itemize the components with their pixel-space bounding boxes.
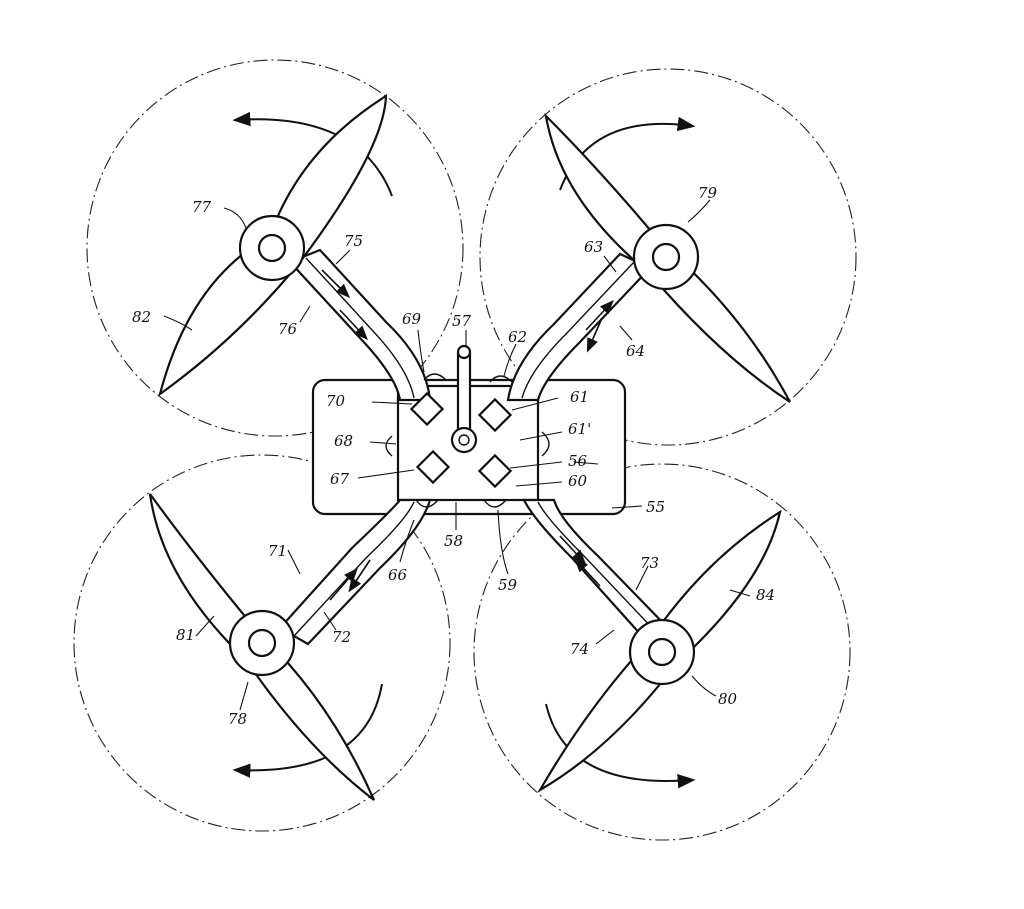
propeller-top-left xyxy=(158,93,388,397)
flow-arrow xyxy=(329,567,358,601)
ref-71: 71 xyxy=(268,542,287,560)
valve-top-right xyxy=(477,397,513,433)
ref-66: 66 xyxy=(388,566,408,584)
rotor-disc-top-left xyxy=(86,59,464,437)
propeller-top-right xyxy=(544,112,791,403)
ref-64: 64 xyxy=(626,342,645,360)
ref-59: 59 xyxy=(498,576,518,594)
valve-bottom-right xyxy=(477,453,513,489)
connector-loop xyxy=(385,435,393,457)
rotor-disc-top-right xyxy=(479,68,857,446)
ref-61p: 61' xyxy=(568,420,591,438)
ref-60: 60 xyxy=(568,472,588,490)
ref-81: 81 xyxy=(176,626,195,644)
ref-84: 84 xyxy=(756,586,775,604)
flow-arrow xyxy=(586,317,603,353)
leader-lines xyxy=(163,199,751,711)
ref-61: 61 xyxy=(570,388,589,406)
flow-arrow xyxy=(574,557,601,587)
ref-56: 56 xyxy=(568,452,588,470)
arm-top-right xyxy=(506,252,652,402)
propeller-bottom-right xyxy=(536,509,782,794)
ref-72: 72 xyxy=(332,628,351,646)
ref-70: 70 xyxy=(326,392,346,410)
ref-73: 73 xyxy=(640,554,659,572)
ref-68: 68 xyxy=(334,432,353,450)
connector-loop xyxy=(541,431,550,457)
connector-loop xyxy=(415,499,439,508)
ref-67: 67 xyxy=(330,470,350,488)
ref-55: 55 xyxy=(646,498,665,516)
valve-bottom-left xyxy=(415,449,451,485)
ref-82: 82 xyxy=(132,308,151,326)
ref-79: 79 xyxy=(698,184,718,202)
ref-80: 80 xyxy=(718,690,738,708)
connector-loop xyxy=(489,375,513,383)
ref-77: 77 xyxy=(192,198,212,216)
valve-top-left xyxy=(409,391,445,427)
ref-63: 63 xyxy=(584,238,603,256)
rotor-disc-bottom-right xyxy=(473,463,851,841)
flow-arrow xyxy=(585,299,614,331)
flow-arrow xyxy=(559,535,586,565)
center-hub xyxy=(450,426,478,454)
connector-loop xyxy=(483,499,507,508)
propeller-bottom-left xyxy=(148,493,376,801)
flow-arrow xyxy=(339,309,368,341)
rotor-disc-bottom-left xyxy=(73,454,451,832)
ref-57: 57 xyxy=(452,312,472,330)
ref-74: 74 xyxy=(570,640,589,658)
ref-58: 58 xyxy=(444,532,463,550)
ref-76: 76 xyxy=(278,320,298,338)
ref-62: 62 xyxy=(508,328,527,346)
center-rod-knob xyxy=(456,344,472,360)
connector-loop xyxy=(423,373,447,381)
ref-69: 69 xyxy=(402,310,422,328)
ref-78: 78 xyxy=(228,710,247,728)
ref-75: 75 xyxy=(344,232,363,250)
center-hub-inner xyxy=(458,434,470,446)
rotation-arrow-bottom-right xyxy=(545,703,696,789)
flow-arrow xyxy=(348,559,371,593)
flow-arrow xyxy=(321,269,351,299)
